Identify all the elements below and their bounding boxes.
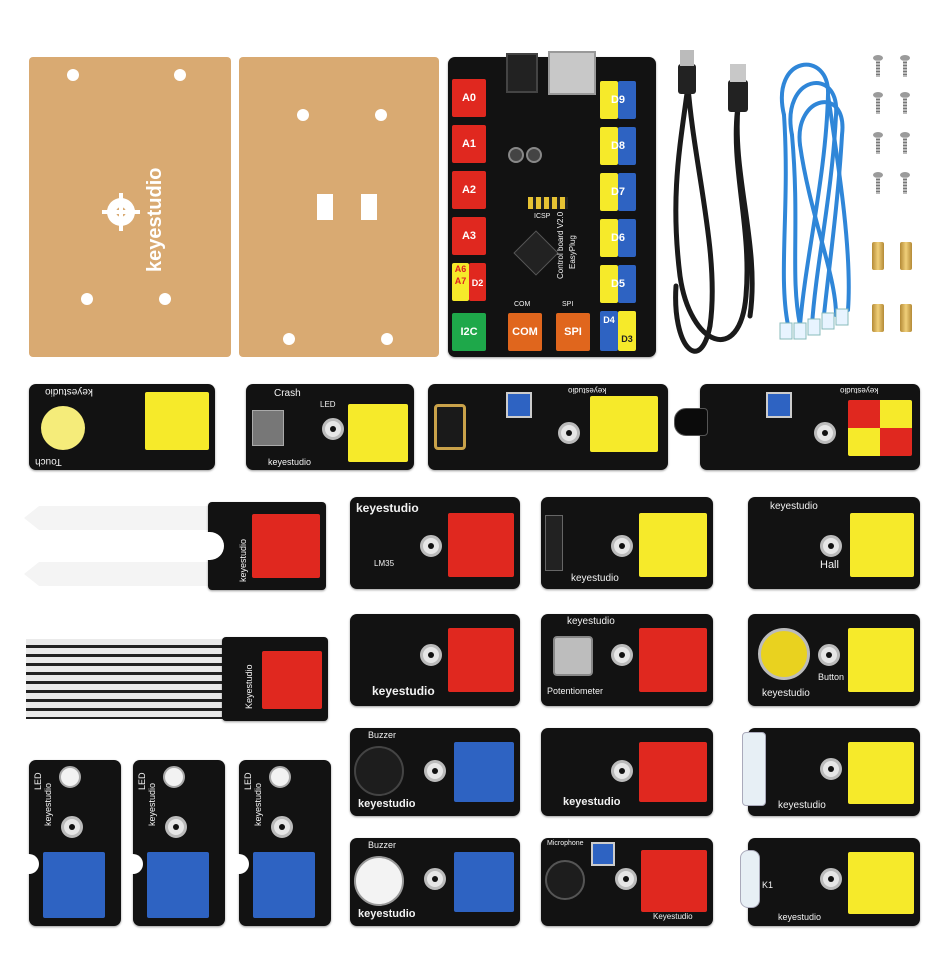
buzzer-brand: keyestudio: [358, 798, 416, 810]
plate-brand: keyestudio: [144, 167, 166, 272]
screw-1: [873, 55, 883, 77]
pin-a6-label: A6: [454, 264, 467, 274]
buzzer-name: Buzzer: [368, 730, 397, 740]
pin-d8-label: D8: [610, 140, 626, 152]
potentiometer-module: keyestudio Potentiometer: [541, 614, 713, 706]
touch-brand: keyestudio: [45, 386, 93, 397]
screw-7: [873, 172, 883, 194]
crash-name: Crash: [274, 388, 301, 399]
standoff-3: [872, 304, 884, 332]
pin-d6-label: D6: [610, 232, 626, 244]
button-name: Button: [818, 672, 845, 682]
crash-led: LED: [320, 400, 336, 409]
pot-name: Potentiometer: [547, 686, 604, 696]
board-silk: Control board V2.0: [556, 211, 565, 279]
hall-module: keyestudio Hall: [748, 497, 920, 589]
screw-5: [873, 132, 883, 154]
pin-i2c-label: I2C: [460, 326, 478, 338]
button-brand: keyestudio: [762, 688, 810, 699]
photoresistor-module: keyestudio: [350, 614, 520, 706]
reed-brand: keyestudio: [778, 800, 826, 811]
pin-d2-label: D2: [471, 278, 484, 288]
reed2-brand: keyestudio: [778, 912, 822, 922]
led2-name: LED: [137, 772, 147, 790]
led-module-2: LED keyestudio: [129, 760, 225, 926]
screw-2: [900, 55, 910, 77]
led-module-3: LED keyestudio: [235, 760, 331, 926]
hall-name: Hall: [820, 559, 839, 571]
pin-com-label: COM: [512, 326, 538, 338]
ir-receiver-module: keyestudio: [541, 728, 713, 816]
pin-a0-label: A0: [461, 92, 477, 104]
acrylic-plate-left: keyestudio: [29, 57, 231, 357]
water-level-module: Keyestudio: [26, 633, 328, 725]
lm35-name: LM35: [374, 559, 395, 568]
screw-8: [900, 172, 910, 194]
pin-d4-label: D4: [603, 315, 615, 325]
mic-brand: Keyestudio: [653, 912, 693, 921]
ir-brand: keyestudio: [563, 796, 621, 808]
mic-name: Microphone: [547, 840, 584, 847]
pin-a7-label: A7: [454, 276, 467, 286]
pin-d9-label: D9: [610, 94, 626, 106]
photores-brand: keyestudio: [372, 684, 435, 698]
standoff-2: [900, 242, 912, 270]
tilt-module: keyestudio: [541, 497, 713, 589]
board-icsp: ICSP: [534, 213, 551, 220]
passive-buzzer-brand: keyestudio: [358, 908, 416, 920]
reed2-k: K1: [762, 880, 774, 890]
flame-module: keyestudio: [674, 384, 920, 470]
screw-4: [900, 92, 910, 114]
screw-6: [900, 132, 910, 154]
hall-brand: keyestudio: [770, 501, 818, 512]
led1-name: LED: [33, 772, 43, 790]
pin-d5-label: D5: [610, 278, 626, 290]
photo-int-brand: keyestudio: [568, 386, 607, 395]
board-com-small: COM: [514, 301, 531, 308]
pin-d7-label: D7: [610, 186, 626, 198]
led3-name: LED: [243, 772, 253, 790]
pin-a3-label: A3: [461, 230, 477, 242]
crash-module: Crash LED keyestudio: [246, 384, 414, 470]
board-silk2: EasyPlug: [568, 235, 577, 269]
screw-3: [873, 92, 883, 114]
microphone-module: Microphone Keyestudio: [541, 838, 713, 926]
standoff-1: [872, 242, 884, 270]
tilt-brand: keyestudio: [571, 573, 619, 584]
rj11-cables: [779, 62, 851, 340]
board-spi-small: SPI: [562, 301, 574, 308]
soil-brand: keyestudio: [238, 538, 248, 582]
pin-d3-label: D3: [621, 334, 633, 344]
pin-a2-label: A2: [461, 184, 477, 196]
keyestudio-logo: [89, 187, 149, 237]
water-brand: Keyestudio: [244, 664, 254, 709]
pin-a1-label: A1: [461, 138, 477, 150]
pin-spi-label: SPI: [564, 326, 582, 338]
flame-brand: keyestudio: [840, 386, 879, 395]
led1-brand: keyestudio: [43, 782, 53, 826]
reed-switch-module: keyestudio: [742, 728, 920, 816]
lm35-module: keyestudio LM35: [350, 497, 520, 589]
touch-module: keyestudio Touch: [29, 384, 215, 470]
crash-brand: keyestudio: [268, 457, 312, 467]
lm35-brand: keyestudio: [356, 501, 419, 515]
usb-cable: [673, 50, 755, 354]
reed-switch-module-2: K1 keyestudio: [740, 838, 920, 926]
soil-moisture-module: keyestudio: [24, 500, 326, 592]
touch-name: Touch: [35, 456, 62, 467]
control-board: A0 A1 A2 A3 A6 A7 D2 I2C COM SPI D9 D8 D…: [448, 51, 656, 357]
led-module-1: LED keyestudio: [25, 760, 121, 926]
standoff-4: [900, 304, 912, 332]
button-module: keyestudio Button: [748, 614, 920, 706]
passive-buzzer-module: Buzzer keyestudio: [350, 838, 520, 926]
passive-buzzer-name: Buzzer: [368, 840, 397, 850]
buzzer-module: Buzzer keyestudio: [350, 728, 520, 816]
led2-brand: keyestudio: [147, 782, 157, 826]
acrylic-plate-right: [239, 57, 439, 357]
pot-brand: keyestudio: [567, 616, 615, 627]
led3-brand: keyestudio: [253, 782, 263, 826]
photo-interrupter-module: keyestudio: [428, 384, 668, 470]
